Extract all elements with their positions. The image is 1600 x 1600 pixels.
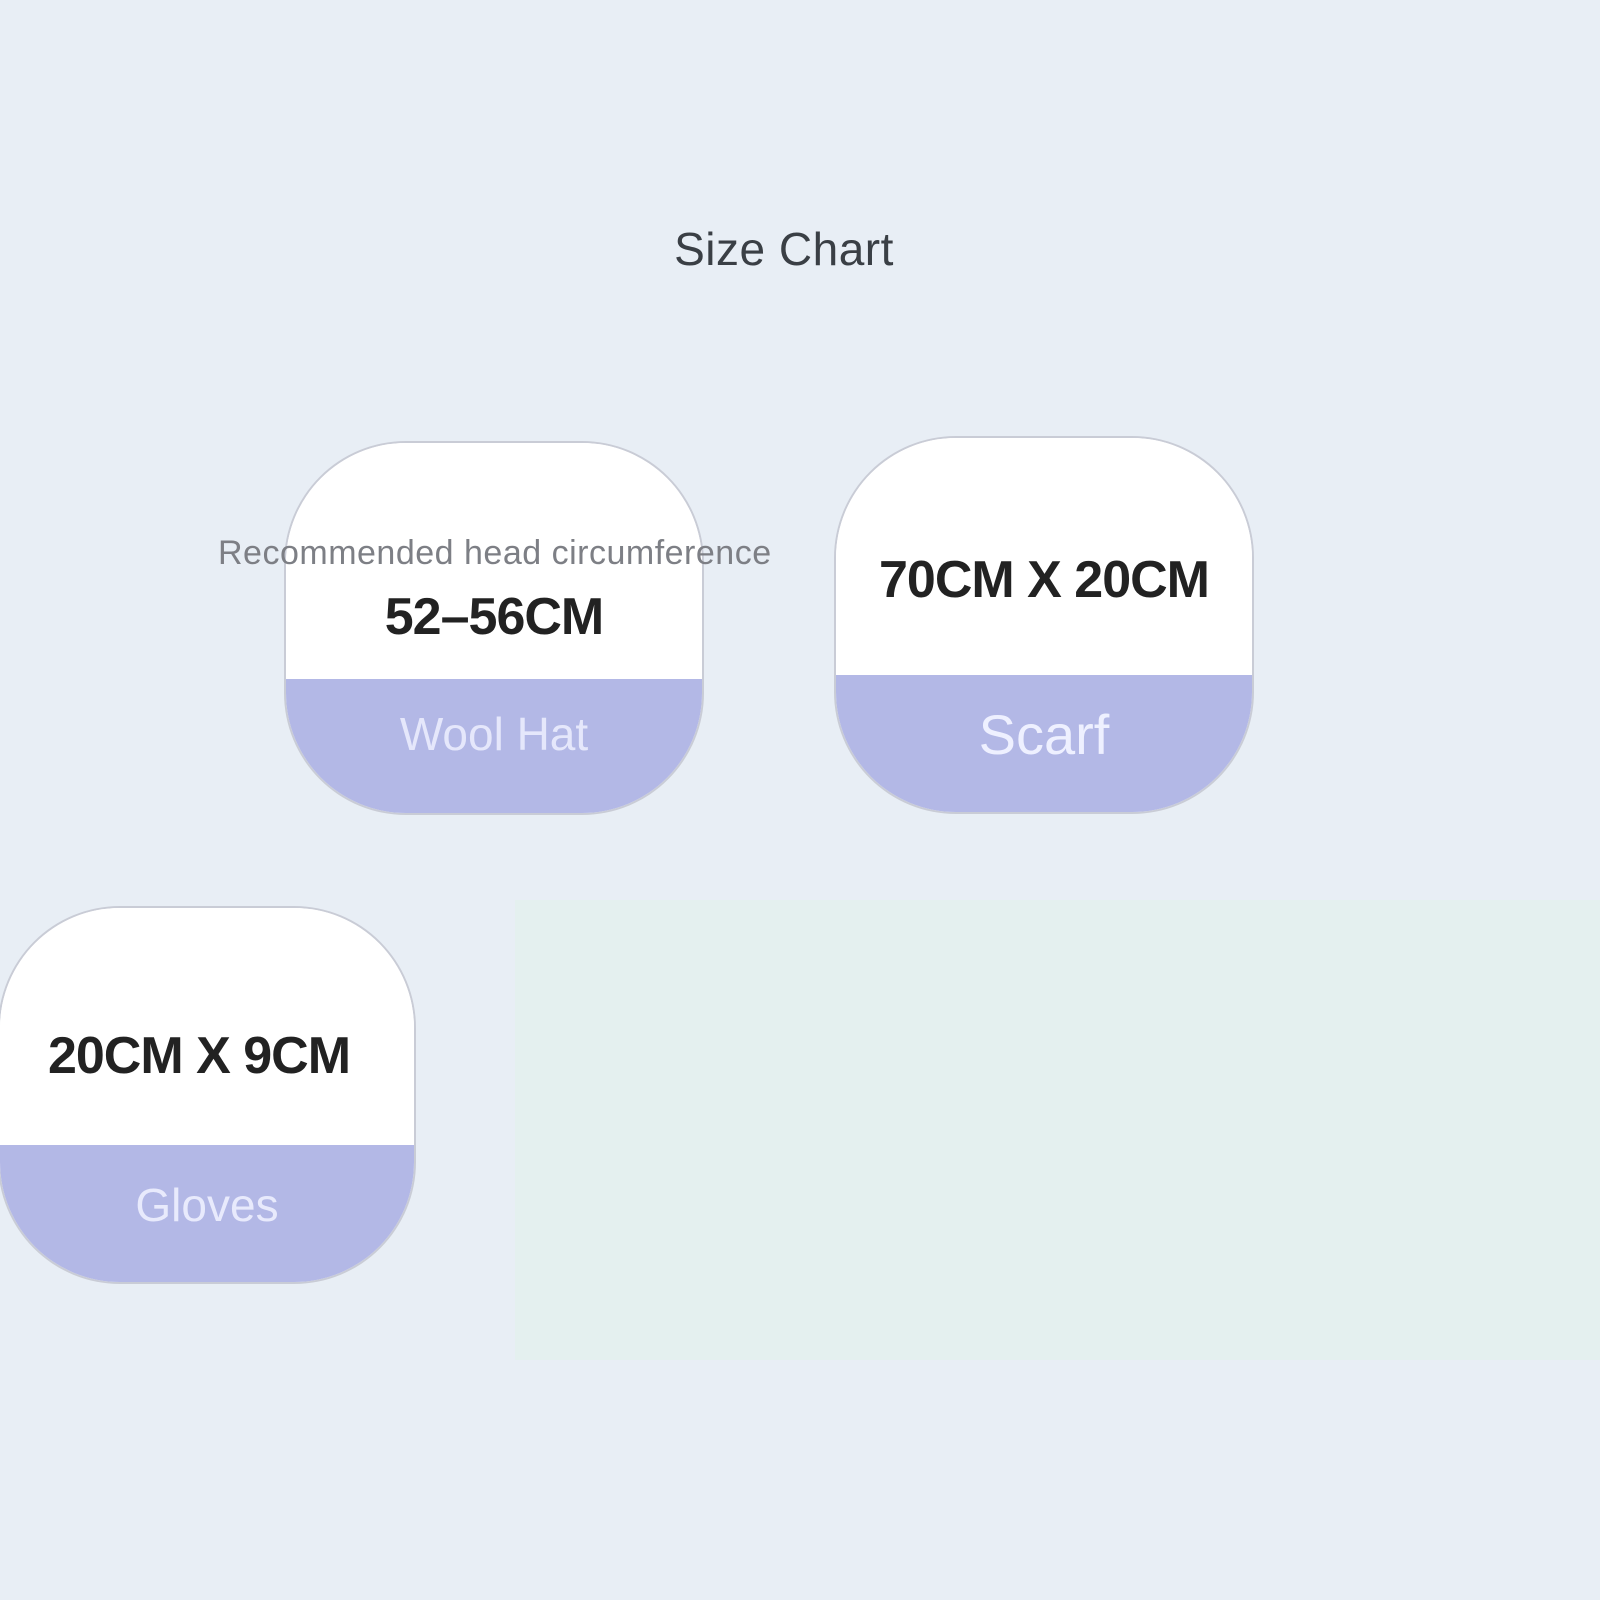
page-title: Size Chart [674, 223, 894, 275]
size-value: 70CM X 20CM [879, 551, 1210, 609]
card-wool-hat: 52–56CM Wool Hat [286, 443, 702, 813]
product-label: Wool Hat [399, 708, 589, 760]
size-value: 52–56CM [384, 588, 604, 646]
card-bottom-panel [0, 1145, 414, 1282]
product-label: Gloves [135, 1179, 279, 1231]
card-bottom-panel [836, 675, 1252, 812]
card-bottom-panel [286, 679, 702, 813]
card-top-panel [286, 443, 702, 679]
card-scarf: 70CM X 20CM Scarf [836, 438, 1252, 812]
product-label: Scarf [978, 703, 1110, 766]
card-top-panel [836, 438, 1252, 675]
card-top-panel [0, 908, 414, 1145]
head-circumference-note: Recommended head circumference [218, 534, 772, 572]
size-value: 20CM X 9CM [47, 1027, 351, 1085]
background-tint [515, 900, 1600, 1360]
card-gloves: 20CM X 9CM Gloves [0, 908, 414, 1282]
